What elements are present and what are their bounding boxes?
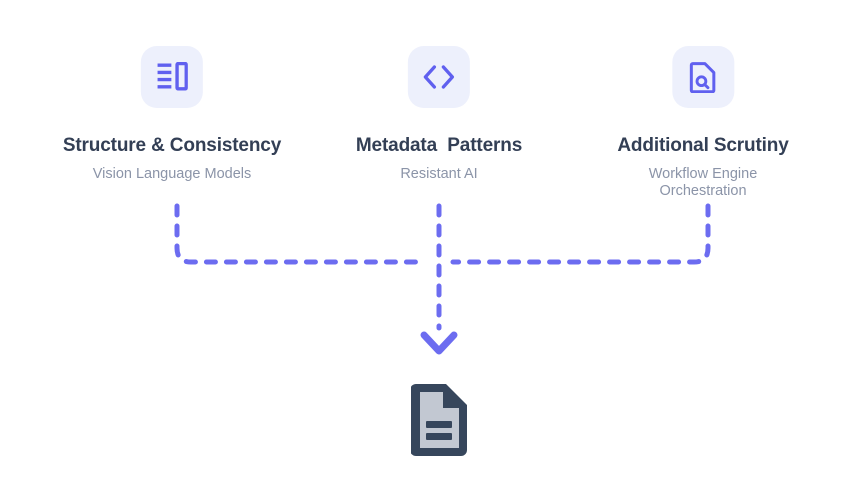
icon-tile-2 (408, 46, 470, 108)
source-node-3[interactable]: Additional Scrutiny Workflow Engine Orch… (617, 46, 789, 201)
source-node-3-title: Additional Scrutiny (617, 135, 789, 156)
source-node-1-title: Structure & Consistency (62, 135, 282, 156)
icon-tile-1 (141, 46, 203, 108)
source-node-2-subtitle: Resistant AI (400, 165, 478, 182)
down-arrow-icon (420, 331, 458, 355)
source-node-3-subtitle: Workflow Engine Orchestration (648, 165, 758, 200)
output-node[interactable] (411, 384, 467, 456)
source-node-2-title: Metadata Patterns (355, 135, 523, 156)
connector-left-branch (174, 203, 428, 265)
document-icon (411, 384, 467, 456)
source-node-row: Structure & Consistency Vision Language … (0, 0, 861, 199)
code-brackets-icon (423, 65, 455, 89)
source-node-1[interactable]: Structure & Consistency Vision Language … (63, 46, 281, 183)
text-columns-icon (157, 62, 188, 91)
icon-tile-3 (671, 46, 734, 108)
connector-right-branch (450, 203, 711, 265)
source-node-1-subtitle: Vision Language Models (92, 165, 252, 182)
source-node-2[interactable]: Metadata Patterns Resistant AI (356, 46, 522, 183)
file-search-icon (689, 62, 715, 93)
